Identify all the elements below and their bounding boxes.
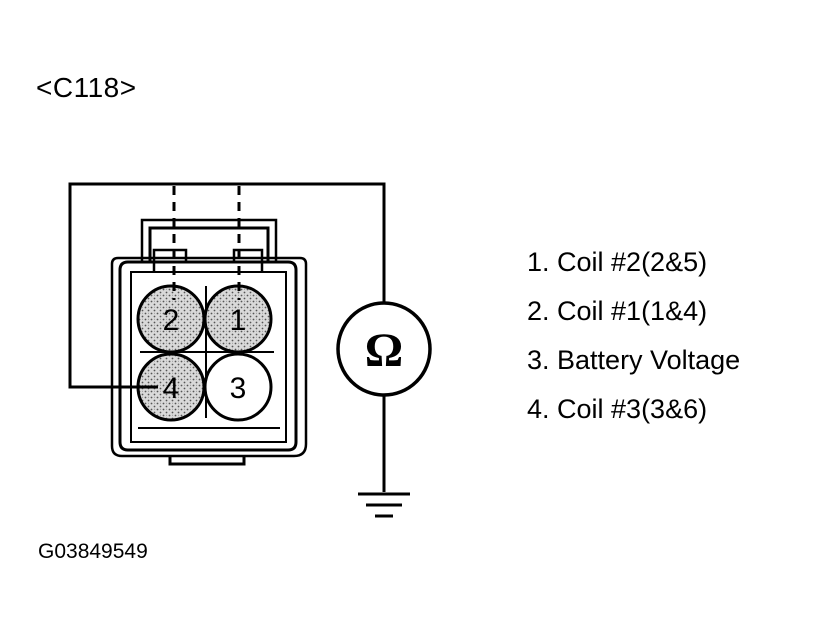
legend-item-3: 3. Battery Voltage xyxy=(527,345,741,375)
probe-leads xyxy=(172,186,241,300)
pin-legend: 1. Coil #2(2&5) 2. Coil #1(1&4) 3. Batte… xyxy=(527,238,740,434)
pin-2-label: 2 xyxy=(163,304,180,337)
meter-wiring xyxy=(68,182,386,492)
pin-numbers: 2 1 4 3 xyxy=(163,304,247,405)
ground-icon xyxy=(358,492,410,518)
connector-housing xyxy=(110,218,308,466)
legend-item-2: 2. Coil #1(1&4) xyxy=(527,296,708,326)
figure-code: G03849549 xyxy=(38,540,148,563)
pin-3 xyxy=(203,352,273,422)
ohm-icon: Ω xyxy=(365,324,403,377)
pin-3-label: 3 xyxy=(230,372,247,405)
pin-1-label: 1 xyxy=(230,304,247,337)
legend-item-1: 1. Coil #2(2&5) xyxy=(527,247,708,277)
connector-pins xyxy=(136,284,273,422)
pin-4-label: 4 xyxy=(163,372,180,405)
ohmmeter: Ω xyxy=(336,301,432,397)
connector-id-label: <C118> xyxy=(36,72,137,103)
legend-item-4: 4. Coil #3(3&6) xyxy=(527,394,708,424)
